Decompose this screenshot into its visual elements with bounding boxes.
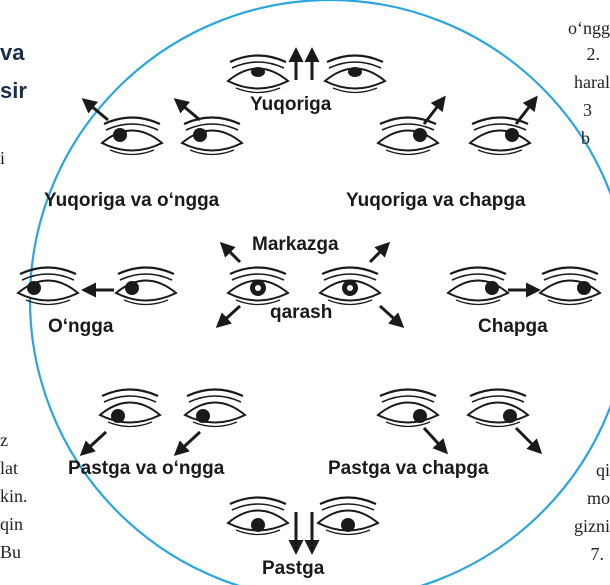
label-center-top: Markazga [252, 234, 339, 255]
eye-down-2 [316, 496, 380, 536]
eye-downleft-1 [376, 388, 440, 428]
label-left: Chapga [478, 316, 548, 337]
eye-center-2 [318, 266, 382, 306]
eye-left-2 [538, 266, 602, 306]
edge-text-right: 7. [590, 544, 605, 564]
label-up-right: Yuqoriga va o‘ngga [44, 190, 220, 211]
edge-text-left: qin [0, 514, 24, 534]
edge-heading-sir: sir [0, 78, 27, 103]
edge-heading-va: va [0, 40, 25, 65]
edge-text-right: qi [595, 460, 610, 480]
edge-text-right: 2. [586, 44, 601, 64]
circle-outline [28, 0, 610, 585]
edge-text-left: kin. [0, 486, 28, 506]
arrow-upright-2 [173, 98, 201, 122]
edge-text-right: 3 [583, 100, 592, 120]
label-center-bottom: qarash [270, 302, 333, 323]
eye-upright-1 [100, 116, 164, 156]
arrow-upright-1 [81, 98, 109, 122]
edge-text-left: Bu [0, 542, 22, 562]
edge-text-right: mo [586, 488, 610, 508]
arrow-upleft-2 [514, 95, 538, 125]
edge-text-right: b [581, 128, 590, 148]
edge-text-left: i [0, 148, 6, 168]
arrow-center-se [378, 304, 405, 329]
edge-text-left: lat [0, 458, 18, 478]
eye-downleft-2 [466, 388, 530, 428]
edge-text-right: gizni [574, 516, 610, 536]
arrow-upleft-1 [422, 95, 446, 125]
eye-right-2 [114, 266, 178, 306]
eye-down-1 [226, 496, 290, 536]
edge-text-right: o‘ngg [568, 18, 610, 38]
eye-downright-1 [98, 388, 162, 428]
eye-center-1 [226, 266, 290, 306]
edge-text-left: z [0, 430, 8, 450]
arrow-center-ne [368, 241, 391, 264]
edge-text-right: haral [574, 72, 610, 92]
arrow-downleft-2 [514, 426, 543, 455]
arrow-downright-1 [79, 430, 108, 457]
label-up-left: Yuqoriga va chapga [346, 190, 526, 211]
label-up: Yuqoriga [250, 94, 332, 115]
arrow-center-sw [215, 304, 242, 329]
eye-up-left [226, 54, 290, 94]
label-down-left: Pastga va chapga [328, 458, 489, 479]
eye-upright-2 [180, 116, 244, 156]
eye-upleft-2 [468, 116, 532, 156]
label-down: Pastga [262, 558, 325, 579]
eye-up-right [323, 54, 387, 94]
arrow-center-nw [219, 241, 242, 264]
eye-upleft-1 [376, 116, 440, 156]
arrow-downleft-1 [422, 426, 449, 455]
eye-downright-2 [183, 388, 247, 428]
eye-left-1 [446, 266, 510, 306]
label-right: O‘ngga [48, 316, 114, 337]
arrow-downright-2 [173, 430, 202, 457]
eye-right-1 [16, 266, 80, 306]
label-down-right: Pastga va o‘ngga [68, 458, 225, 479]
